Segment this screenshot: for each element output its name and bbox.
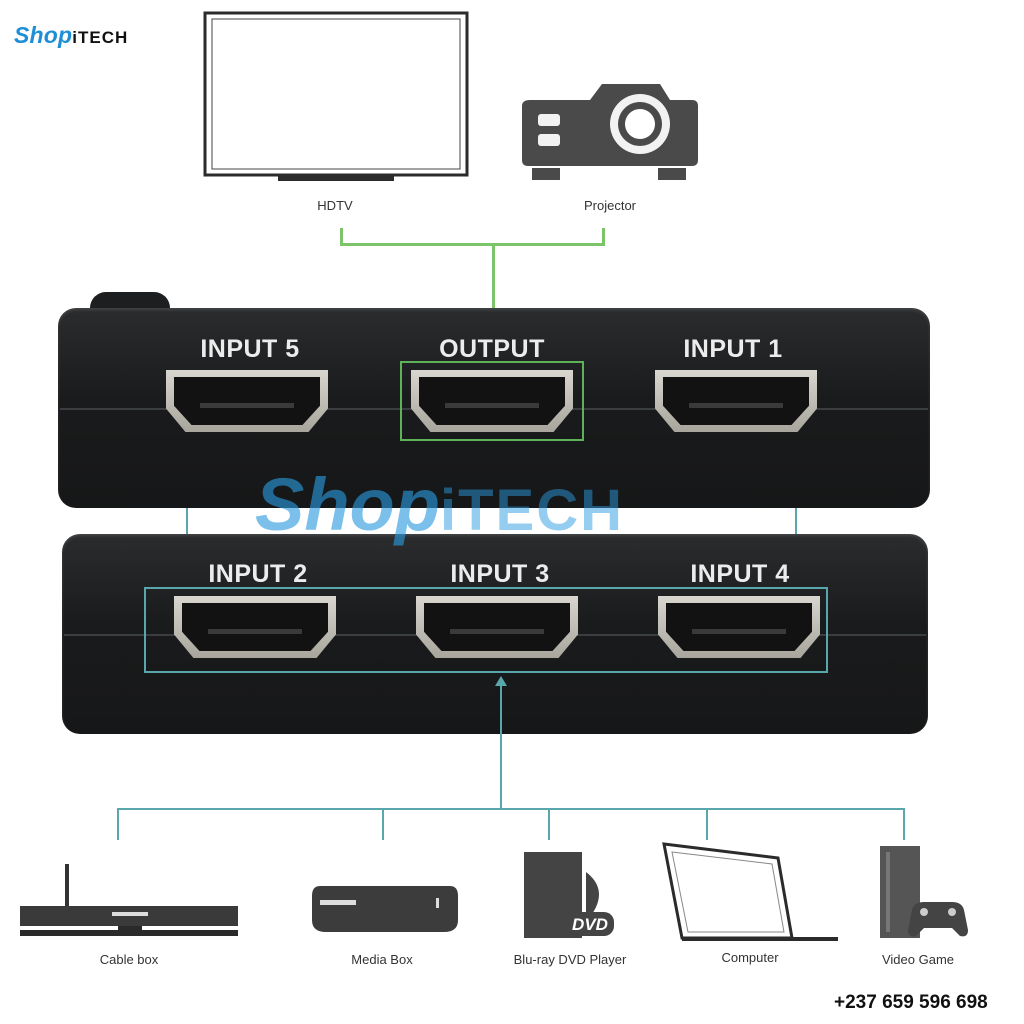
source-label-media-box: Media Box [351, 952, 413, 967]
port-label-input-1: INPUT 1 [683, 335, 783, 363]
port-label-input-2: INPUT 2 [208, 560, 308, 588]
output-connector-trunk [492, 243, 495, 363]
port-label-input-5: INPUT 5 [200, 335, 300, 363]
port-label-input-3: INPUT 3 [450, 560, 550, 588]
brand-logo: ShopiTECH [14, 22, 128, 49]
source-label-video-game: Video Game [881, 952, 955, 967]
hdmi-port-input-1 [655, 370, 817, 432]
arrow-up-icon [495, 676, 507, 686]
source-label-dvd: Blu-ray DVD Player [513, 952, 627, 967]
projector-icon [522, 84, 698, 180]
input-drop-3 [548, 808, 550, 840]
input-drop-5 [903, 808, 905, 840]
output-connector-hdtv [340, 228, 343, 244]
hdmi-port-input-5 [166, 370, 328, 432]
output-connector-bus [340, 243, 605, 246]
output-highlight-box [400, 361, 584, 441]
inputs-highlight-box [144, 587, 828, 673]
contact-phone: +237 659 596 698 [834, 992, 988, 1013]
hdmi-port-input-4 [658, 596, 820, 658]
projector-label: Projector [583, 198, 637, 213]
brand-name-part2: iTECH [72, 28, 129, 47]
output-connector-projector [602, 228, 605, 244]
dvd-text: DVD [572, 915, 608, 934]
hdtv-label: HDTV [317, 198, 353, 213]
set-top-box-icon [20, 864, 238, 936]
hdmi-port-input-2 [174, 596, 336, 658]
input-drop-2 [382, 808, 384, 840]
hdmi-port-input-3 [416, 596, 578, 658]
source-label-computer: Computer [721, 950, 779, 965]
hdmi-port-output [411, 370, 573, 432]
input-drop-4 [706, 808, 708, 840]
dvd-player-icon: DVD [524, 852, 614, 938]
port-label-output: OUTPUT [439, 335, 545, 363]
game-console-icon [880, 846, 968, 938]
media-box-icon [312, 886, 458, 932]
brand-name-part1: Shop [14, 22, 73, 48]
laptop-icon [662, 842, 838, 941]
input-drop-1 [117, 808, 119, 840]
input-connector-bus [117, 808, 905, 810]
port-label-input-4: INPUT 4 [690, 560, 790, 588]
hdtv-icon [203, 11, 469, 181]
source-label-cable-box: Cable box [99, 952, 159, 967]
input-connector-trunk [500, 684, 502, 810]
